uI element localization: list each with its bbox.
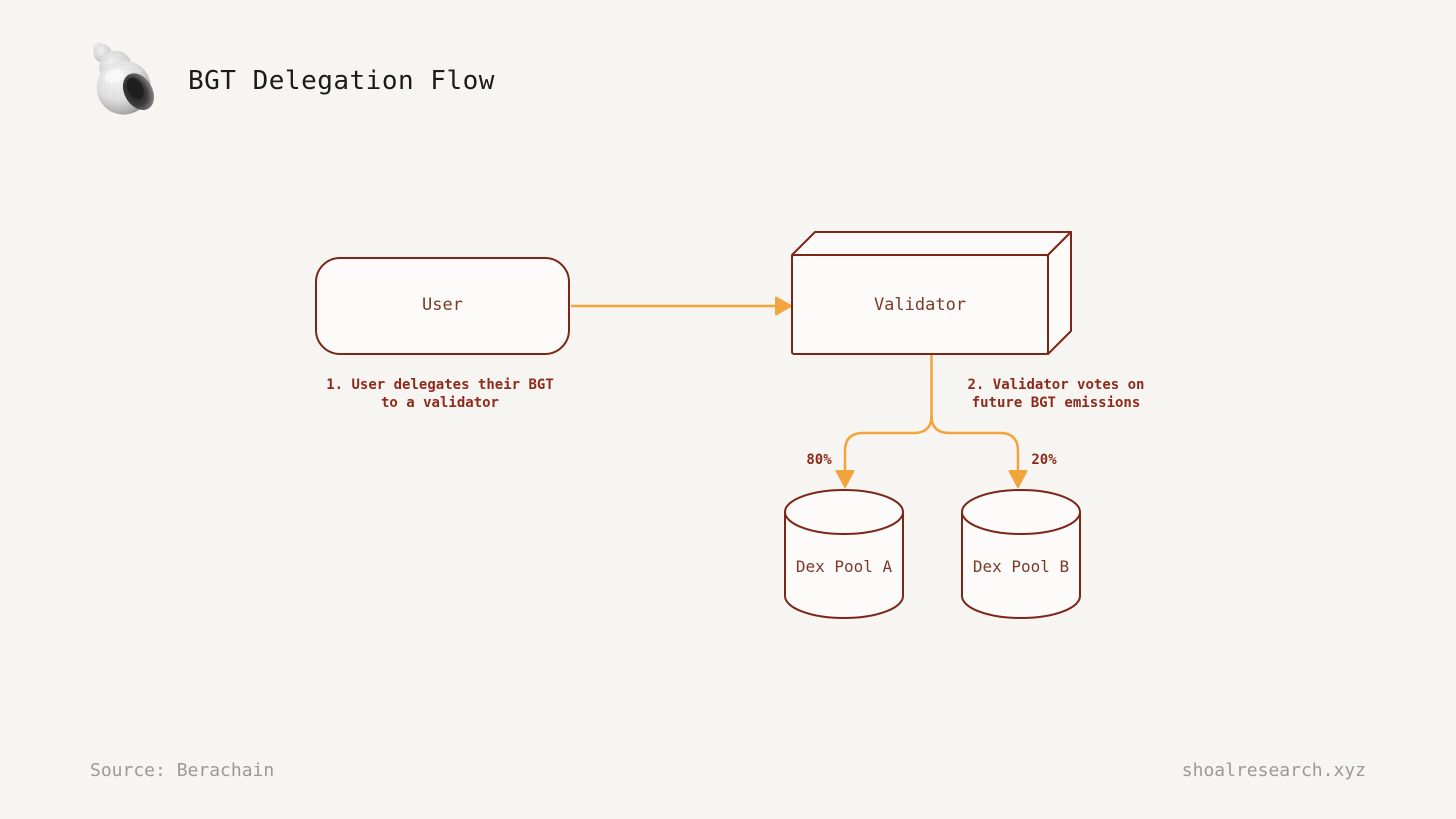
pool-b-node-label: Dex Pool B — [972, 557, 1070, 576]
page-title: BGT Delegation Flow — [188, 66, 495, 96]
arrowhead-down-b-icon — [1008, 470, 1028, 488]
user-node-shape — [315, 257, 570, 355]
source-credit: Source: Berachain — [90, 760, 275, 781]
edge-label-20pct: 20% — [1031, 452, 1057, 468]
arrowhead-right-icon — [775, 296, 792, 316]
pool-a-node-label: Dex Pool A — [795, 557, 893, 576]
arrowhead-down-a-icon — [835, 470, 855, 488]
pool-b-node-shape — [961, 489, 1081, 619]
edge-label-80pct: 80% — [806, 452, 832, 468]
site-credit: shoalresearch.xyz — [1181, 760, 1366, 781]
step1-caption: 1. User delegates their BGT to a validat… — [280, 376, 600, 412]
step2-caption-line1: 2. Validator votes on — [967, 377, 1145, 393]
edge-validator-pool-b — [930, 415, 1020, 471]
validator-node-label: Validator — [873, 295, 967, 315]
validator-node-shape — [791, 231, 1072, 355]
step2-caption-line2: future BGT emissions — [971, 395, 1141, 411]
step1-caption-line1: 1. User delegates their BGT — [326, 377, 554, 393]
step2-caption: 2. Validator votes on future BGT emissio… — [906, 376, 1206, 412]
step1-caption-line2: to a validator — [380, 395, 499, 411]
edge-validator-pool-a — [843, 415, 933, 471]
pool-a-node-shape — [784, 489, 904, 619]
shell-logo-icon — [93, 42, 155, 115]
user-node-label: User — [422, 295, 463, 315]
